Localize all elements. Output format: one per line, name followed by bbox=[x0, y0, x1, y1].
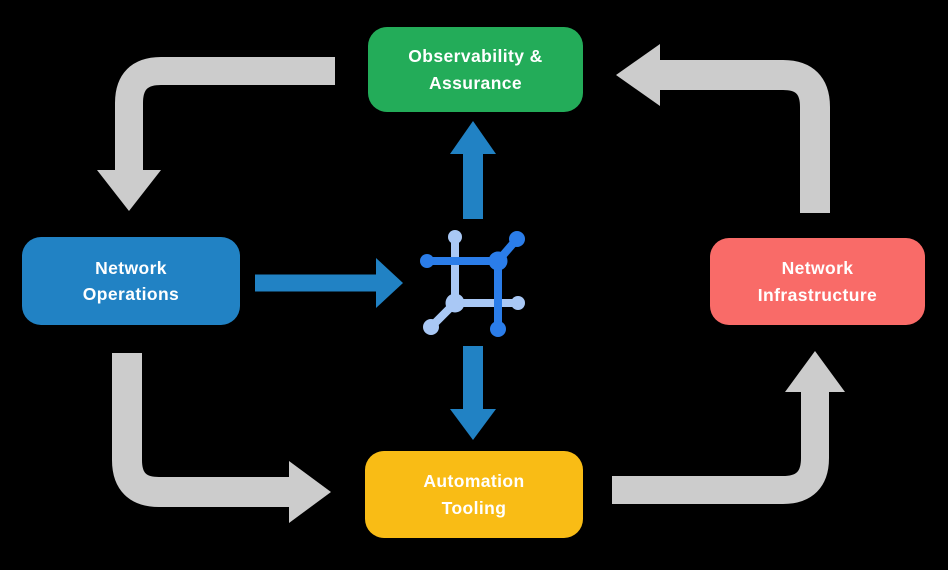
node-network-operations: Network Operations bbox=[22, 237, 240, 325]
network-fabric-icon-light-strokes bbox=[423, 230, 525, 335]
arrow-center-to-observability bbox=[450, 121, 496, 219]
node-network-infrastructure: Network Infrastructure bbox=[710, 238, 925, 325]
arrow-center-to-automation bbox=[450, 346, 496, 440]
node-label-line: Infrastructure bbox=[757, 284, 878, 305]
node-label-line: Observability & bbox=[408, 46, 543, 67]
node-label-line: Tooling bbox=[441, 497, 507, 518]
node-observability-assurance: Observability & Assurance bbox=[368, 27, 583, 112]
node-automation-tooling: Automation Tooling bbox=[365, 451, 583, 538]
node-label-line: Operations bbox=[82, 284, 180, 304]
node-label-line: Automation bbox=[423, 471, 525, 492]
node-label-line: Network bbox=[781, 258, 854, 279]
node-label-line: Network bbox=[95, 257, 167, 278]
arrow-operations-to-center bbox=[255, 258, 403, 308]
arrow-infrastructure-to-observability bbox=[616, 44, 830, 213]
network-fabric-icon-dark-strokes bbox=[420, 231, 525, 337]
arrow-operations-to-automation bbox=[112, 353, 331, 523]
arrow-observability-to-operations bbox=[97, 57, 335, 211]
node-label-line: Assurance bbox=[428, 72, 523, 93]
network-fabric-icon bbox=[420, 230, 525, 337]
arrow-automation-to-infrastructure bbox=[612, 351, 845, 504]
